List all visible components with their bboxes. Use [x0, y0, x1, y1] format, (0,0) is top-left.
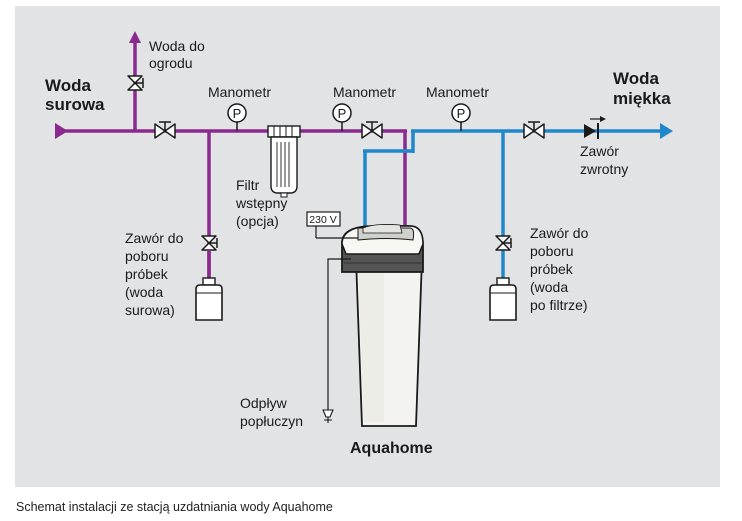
svg-text:wstępny: wstępny [235, 195, 287, 211]
svg-text:poboru: poboru [530, 243, 574, 259]
figure-caption: Schemat instalacji ze stacją uzdatniania… [16, 500, 333, 514]
svg-text:Zawór do: Zawór do [125, 230, 184, 246]
svg-text:poboru: poboru [125, 248, 169, 264]
svg-text:Filtr: Filtr [236, 177, 260, 193]
raw-water-label: Woda surowa [45, 76, 105, 114]
drain-label: Odpływ popłuczyn [240, 395, 303, 429]
garden-valve-icon [127, 75, 144, 91]
filtered-sample-bottle-icon [489, 277, 517, 321]
bypass-valve-icon [361, 121, 383, 139]
svg-text:Woda: Woda [45, 76, 92, 95]
svg-text:Woda do: Woda do [149, 38, 205, 54]
manometer-2: P [332, 103, 352, 131]
filtered-sample-valve-icon [495, 235, 512, 251]
raw-sample-valve-icon [201, 235, 218, 251]
diagram-panel: P P P 230 V [15, 6, 720, 487]
drain-line [322, 258, 351, 423]
svg-text:Zawór: Zawór [580, 143, 619, 159]
svg-text:ogrodu: ogrodu [149, 55, 193, 71]
product-label: Aquahome [350, 440, 433, 457]
check-valve-label: Zawór zwrotny [580, 143, 628, 177]
prefilter-label: Filtr wstępny (opcja) [235, 177, 287, 229]
svg-text:miękka: miękka [613, 89, 671, 108]
gauge-symbol: P [457, 106, 466, 121]
svg-text:surowa): surowa) [125, 302, 175, 318]
svg-text:surowa: surowa [45, 95, 105, 114]
manometer-3: P [451, 103, 471, 131]
raw-sample-valve-label: Zawór do poboru próbek (woda surowa) [125, 230, 184, 318]
svg-text:(woda: (woda [125, 284, 163, 300]
manometer-1: P [227, 103, 247, 131]
inlet-valve-icon [154, 121, 176, 139]
voltage-label: 230 V [309, 214, 336, 226]
svg-text:próbek: próbek [530, 261, 574, 277]
filter-housing-icon [267, 125, 301, 198]
manometer-label-1: Manometr [208, 84, 271, 100]
svg-text:popłuczyn: popłuczyn [240, 413, 303, 429]
svg-text:(opcja): (opcja) [236, 213, 279, 229]
svg-text:(woda: (woda [530, 279, 568, 295]
garden-water-label: Woda do ogrodu [149, 38, 205, 71]
svg-text:po filtrze): po filtrze) [530, 297, 588, 313]
filtered-sample-valve-label: Zawór do poboru próbek (woda po filtrze) [530, 225, 589, 313]
power-supply: 230 V [306, 211, 358, 239]
raw-sample-bottle-icon [195, 277, 223, 321]
svg-text:Odpływ: Odpływ [240, 395, 288, 411]
outlet-valve-icon [523, 121, 545, 139]
svg-text:Zawór do: Zawór do [530, 225, 589, 241]
gauge-symbol: P [338, 106, 347, 121]
svg-text:próbek: próbek [125, 266, 169, 282]
installation-diagram: P P P 230 V [45, 31, 673, 457]
manometer-label-3: Manometr [426, 84, 489, 100]
drain-funnel-icon [322, 409, 334, 418]
soft-water-label: Woda miękka [613, 69, 671, 108]
softener-tank-icon [341, 224, 424, 427]
gauge-symbol: P [233, 106, 242, 121]
svg-text:Woda: Woda [613, 69, 660, 88]
check-valve-icon [584, 116, 606, 139]
svg-text:zwrotny: zwrotny [580, 161, 628, 177]
manometer-label-2: Manometr [333, 84, 396, 100]
